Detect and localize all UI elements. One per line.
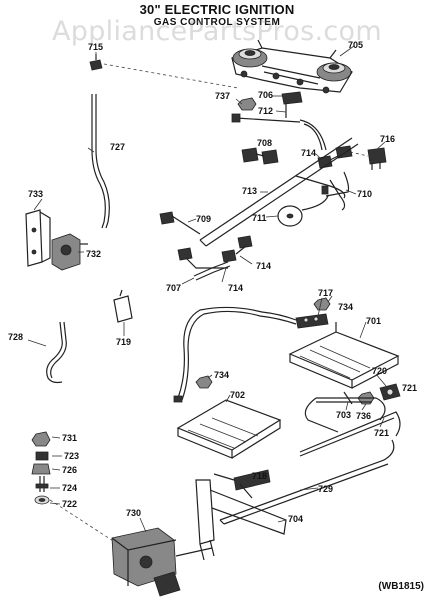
callout-712: 712	[258, 106, 273, 116]
valve-left-lower[interactable]	[177, 247, 228, 269]
nut-737[interactable]	[237, 97, 257, 111]
callout-729: 729	[318, 484, 333, 494]
valve-709[interactable]	[159, 211, 201, 235]
switch-716[interactable]	[349, 147, 387, 170]
callout-722: 722	[62, 499, 77, 509]
callout-708: 708	[257, 138, 272, 148]
ignition-cable[interactable]	[173, 306, 297, 403]
manifold-713[interactable]	[199, 119, 359, 247]
tube-728[interactable]	[46, 321, 67, 384]
valve-708[interactable]	[241, 147, 279, 165]
callout-715: 715	[88, 42, 103, 52]
top-burner-assembly-705[interactable]	[231, 39, 353, 94]
callout-726: 726	[62, 465, 77, 475]
callout-713: 713	[242, 186, 257, 196]
valve-732[interactable]	[51, 233, 88, 271]
callout-717: 717	[318, 288, 333, 298]
callout-733: 733	[28, 189, 43, 199]
callout-720: 720	[372, 366, 387, 376]
callout-723: 723	[64, 451, 79, 461]
callout-714-lower: 714	[228, 283, 243, 293]
leader-lines	[27, 45, 399, 533]
disc-711[interactable]	[277, 195, 329, 227]
drawing-code: (WB1815)	[378, 581, 424, 592]
valve-714-lower[interactable]	[221, 235, 253, 263]
callout-707: 707	[166, 283, 181, 293]
clip-717[interactable]	[295, 313, 329, 329]
diagram-subtitle: GAS CONTROL SYSTEM	[153, 17, 281, 28]
callout-710: 710	[357, 189, 372, 199]
bracket-706[interactable]	[281, 91, 303, 105]
callout-732: 732	[86, 249, 101, 259]
callout-724: 724	[62, 483, 77, 493]
callout-721-lower: 721	[374, 428, 389, 438]
burner-702[interactable]	[176, 399, 282, 459]
tube-710[interactable]	[321, 171, 350, 197]
callout-734-upper: 734	[338, 302, 353, 312]
part-719[interactable]	[113, 289, 133, 323]
callout-716: 716	[380, 134, 395, 144]
tube-727[interactable]	[91, 94, 110, 229]
part-726[interactable]	[31, 463, 51, 475]
gas-pipe-729[interactable]	[219, 411, 401, 525]
callout-714-upper: 714	[301, 148, 316, 158]
nut-734-lower[interactable]	[195, 375, 213, 389]
callout-702: 702	[230, 390, 245, 400]
callout-731: 731	[62, 433, 77, 443]
callout-703: 703	[336, 410, 351, 420]
callout-706: 706	[258, 90, 273, 100]
part-724[interactable]	[35, 476, 49, 492]
burner-701[interactable]	[288, 322, 400, 389]
callout-711: 711	[252, 213, 267, 223]
callout-727: 727	[110, 142, 125, 152]
callout-737: 737	[215, 91, 230, 101]
callout-728: 728	[8, 332, 23, 342]
orifice-731[interactable]	[31, 431, 51, 447]
valve-720[interactable]	[379, 383, 401, 401]
callout-701: 701	[366, 316, 381, 326]
washer-722[interactable]	[34, 495, 50, 505]
callout-704: 704	[288, 514, 303, 524]
callout-718: 718	[252, 471, 267, 481]
tube-707[interactable]	[193, 261, 231, 281]
callout-721-right: 721	[402, 383, 417, 393]
nut-734-upper[interactable]	[313, 297, 331, 311]
pipe-721[interactable]	[304, 397, 386, 433]
orifice-712[interactable]	[231, 104, 301, 123]
bracket-733[interactable]	[25, 209, 51, 267]
callout-labels: 705 715 727 737 706 712 716 708 714 710 …	[8, 40, 417, 524]
callout-705: 705	[348, 40, 363, 50]
part-723[interactable]	[35, 451, 49, 461]
callout-736: 736	[356, 411, 371, 421]
regulator-730[interactable]	[111, 527, 213, 597]
callout-714-right: 714	[256, 261, 271, 271]
callout-734-lower: 734	[214, 370, 229, 380]
diagram-title: 30" ELECTRIC IGNITION	[139, 2, 295, 17]
callout-730: 730	[126, 508, 141, 518]
callout-719: 719	[116, 337, 131, 347]
bracket-718[interactable]	[213, 469, 271, 499]
callout-709: 709	[196, 214, 211, 224]
